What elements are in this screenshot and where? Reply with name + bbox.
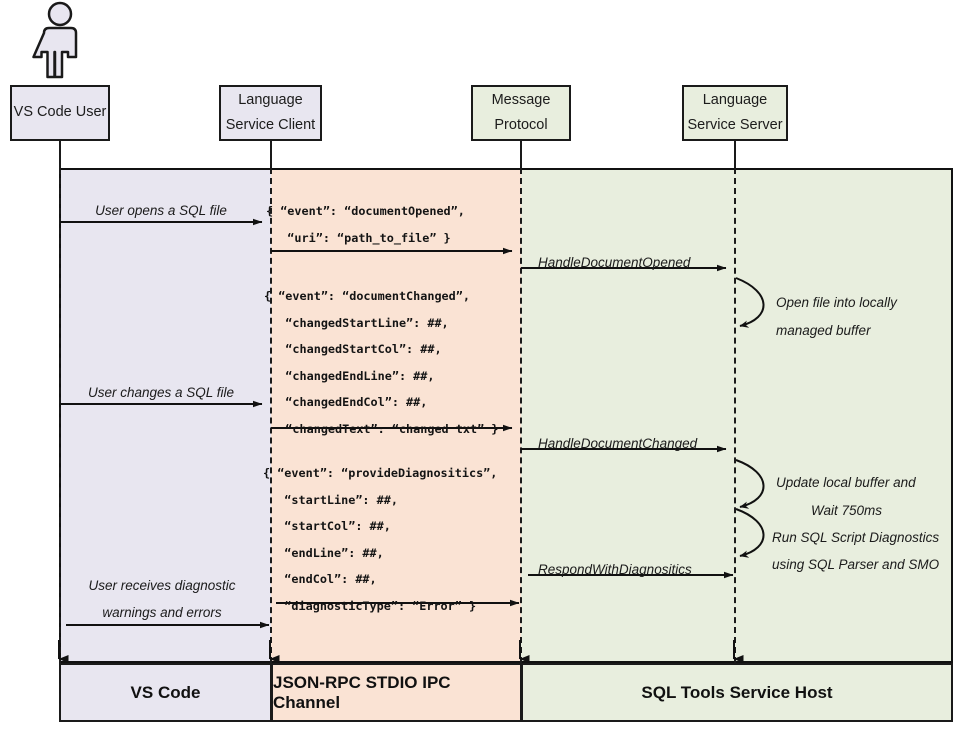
label-respond-with-diagnostics: RespondWithDiagnositics xyxy=(538,562,692,577)
note-open-file-line1: Open file into locally xyxy=(776,295,897,310)
footer-zone-vs-code[interactable]: VS Code xyxy=(59,663,272,722)
payload-document-opened: { “event”: “documentOpened”, “uri”: “pat… xyxy=(266,204,465,245)
label-handle-document-opened: HandleDocumentOpened xyxy=(538,255,691,270)
lifeline-label-line2: Protocol xyxy=(494,117,548,133)
lifeline-stub-protocol xyxy=(520,141,522,169)
label-handle-document-changed: HandleDocumentChanged xyxy=(538,436,698,451)
band-service-host xyxy=(521,168,953,663)
label-user-receives-line2: warnings and errors xyxy=(102,605,222,620)
payload-provide-diagnostics: { “event”: “provideDiagnositics”, “start… xyxy=(263,466,498,613)
note-open-file-line2: managed buffer xyxy=(776,323,871,338)
lifeline-header-language-service-server[interactable]: Language Service Server xyxy=(682,85,788,141)
arrow-self-run-diagnostics xyxy=(735,508,765,558)
note-update-buffer-line2: Wait 750ms xyxy=(811,503,883,518)
label-user-opens: User opens a SQL file xyxy=(95,203,227,218)
label-user-changes: User changes a SQL file xyxy=(87,385,235,400)
lifeline-client xyxy=(270,168,272,663)
lifeline-stub-server xyxy=(734,141,736,169)
lifeline-label-line1: Language xyxy=(702,91,768,108)
lifeline-label-line1: VS Code User xyxy=(13,104,107,121)
note-update-buffer-line1: Update local buffer and xyxy=(776,475,916,490)
arrow-self-open-file xyxy=(735,277,765,328)
footer-zone-service-host[interactable]: SQL Tools Service Host xyxy=(521,663,953,722)
footer-label: SQL Tools Service Host xyxy=(641,682,833,702)
arrow-self-update-buffer xyxy=(735,459,765,509)
lifeline-label-line2: Service Server xyxy=(687,117,783,133)
lifeline-stub-user xyxy=(59,141,61,169)
lifeline-server xyxy=(734,168,736,663)
lifeline-header-language-service-client[interactable]: Language Service Client xyxy=(219,85,322,141)
payload-document-changed: { “event”: “documentChanged”, “changedSt… xyxy=(264,289,499,436)
note-run-diagnostics-line2: using SQL Parser and SMO xyxy=(772,557,940,572)
stick-figure-actor xyxy=(32,1,78,79)
lifeline-label-line1: Message xyxy=(491,91,551,108)
footer-label: JSON-RPC STDIO IPC Channel xyxy=(273,672,451,712)
lifeline-stub-client xyxy=(270,141,272,169)
band-vscode xyxy=(59,168,271,663)
footer-zone-ipc-channel[interactable]: JSON-RPC STDIO IPC Channel xyxy=(271,663,522,722)
footer-label: VS Code xyxy=(130,682,201,702)
lifeline-header-vs-code-user[interactable]: VS Code User xyxy=(10,85,110,141)
lifeline-label-line2: Service Client xyxy=(225,117,316,133)
lifeline-protocol xyxy=(520,168,522,663)
note-run-diagnostics-line1: Run SQL Script Diagnostics xyxy=(772,530,940,545)
label-user-receives-line1: User receives diagnostic xyxy=(88,578,236,593)
lifeline-header-message-protocol[interactable]: Message Protocol xyxy=(471,85,571,141)
lifeline-label-line1: Language xyxy=(238,91,303,108)
lifeline-user xyxy=(59,168,61,663)
